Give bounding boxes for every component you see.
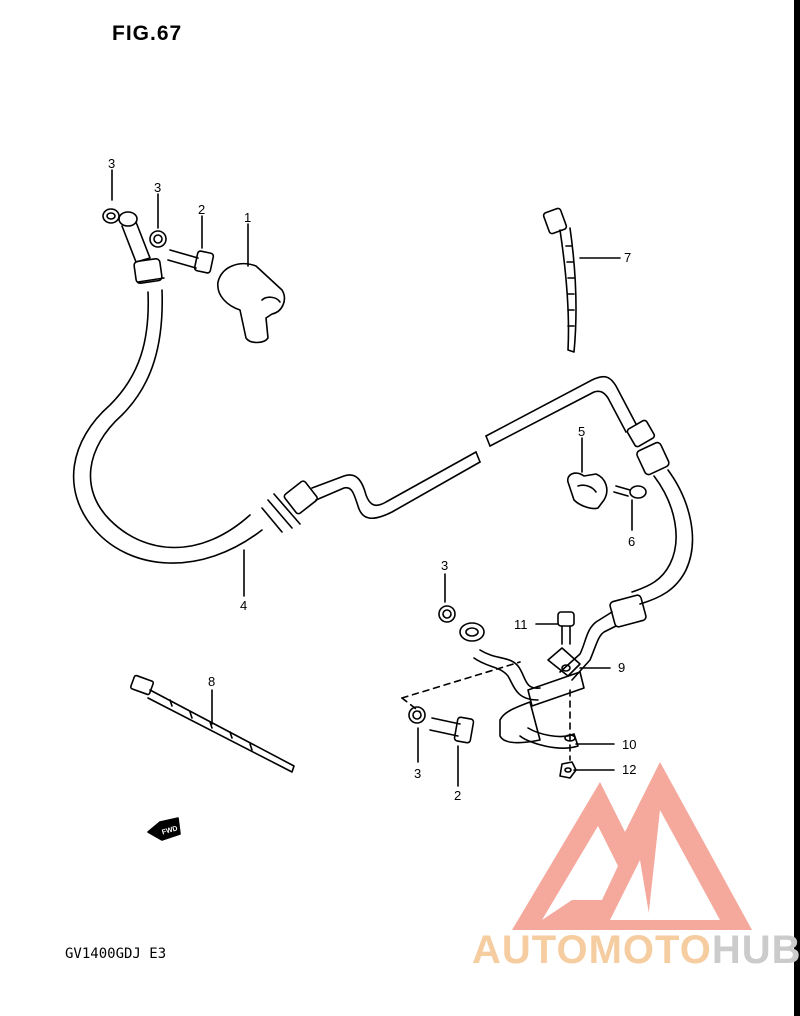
washer-3c bbox=[438, 605, 456, 623]
screw-6 bbox=[613, 485, 647, 499]
bracket-9 bbox=[401, 647, 585, 761]
nut-12 bbox=[559, 761, 577, 779]
clamp-5 bbox=[566, 472, 608, 510]
hose-4 bbox=[72, 289, 263, 564]
washer-3d bbox=[408, 706, 426, 724]
right-border bbox=[794, 0, 800, 1016]
callout-2-top: 2 bbox=[198, 202, 205, 217]
metal-pipe-lower bbox=[459, 611, 617, 701]
callout-12: 12 bbox=[622, 762, 636, 777]
cable-tie-7 bbox=[542, 207, 577, 353]
callout-1: 1 bbox=[244, 210, 251, 225]
callout-3-top-left: 3 bbox=[108, 156, 115, 171]
washer-3a bbox=[102, 208, 120, 224]
watermark-part1: AUTOMOTO bbox=[472, 928, 712, 972]
fwd-arrow-icon bbox=[147, 817, 181, 841]
callout-4: 4 bbox=[240, 598, 247, 613]
figure-title: FIG.67 bbox=[112, 22, 183, 45]
watermark-logo bbox=[512, 762, 752, 930]
fwd-label: FWD bbox=[161, 825, 178, 836]
watermark-text: AUTOMOTOHUB bbox=[472, 928, 800, 973]
callout-6: 6 bbox=[628, 534, 635, 549]
cable-tie-8 bbox=[129, 674, 295, 773]
banjo-bolt-bottom bbox=[429, 716, 475, 744]
rubber-cap-1 bbox=[217, 262, 286, 344]
banjo-bolt-top bbox=[167, 249, 215, 274]
callout-2-bottom: 2 bbox=[454, 788, 461, 803]
bolt-11 bbox=[557, 611, 575, 645]
callout-5: 5 bbox=[578, 424, 585, 439]
metal-pipe-right bbox=[485, 375, 670, 476]
callout-8: 8 bbox=[208, 674, 215, 689]
hose-clamp bbox=[261, 480, 319, 533]
callout-3-top: 3 bbox=[154, 180, 161, 195]
hose-right bbox=[609, 469, 694, 628]
callout-3-bottom: 3 bbox=[414, 766, 421, 781]
callout-11: 11 bbox=[514, 617, 528, 632]
callout-3-mid: 3 bbox=[441, 558, 448, 573]
washer-3b bbox=[149, 230, 167, 248]
model-code: GV1400GDJ E3 bbox=[65, 946, 167, 962]
metal-pipe-left bbox=[311, 451, 481, 519]
callout-10: 10 bbox=[622, 737, 636, 752]
watermark-part2: HUB bbox=[711, 928, 800, 972]
callout-9: 9 bbox=[618, 660, 625, 675]
callout-7: 7 bbox=[624, 250, 631, 265]
